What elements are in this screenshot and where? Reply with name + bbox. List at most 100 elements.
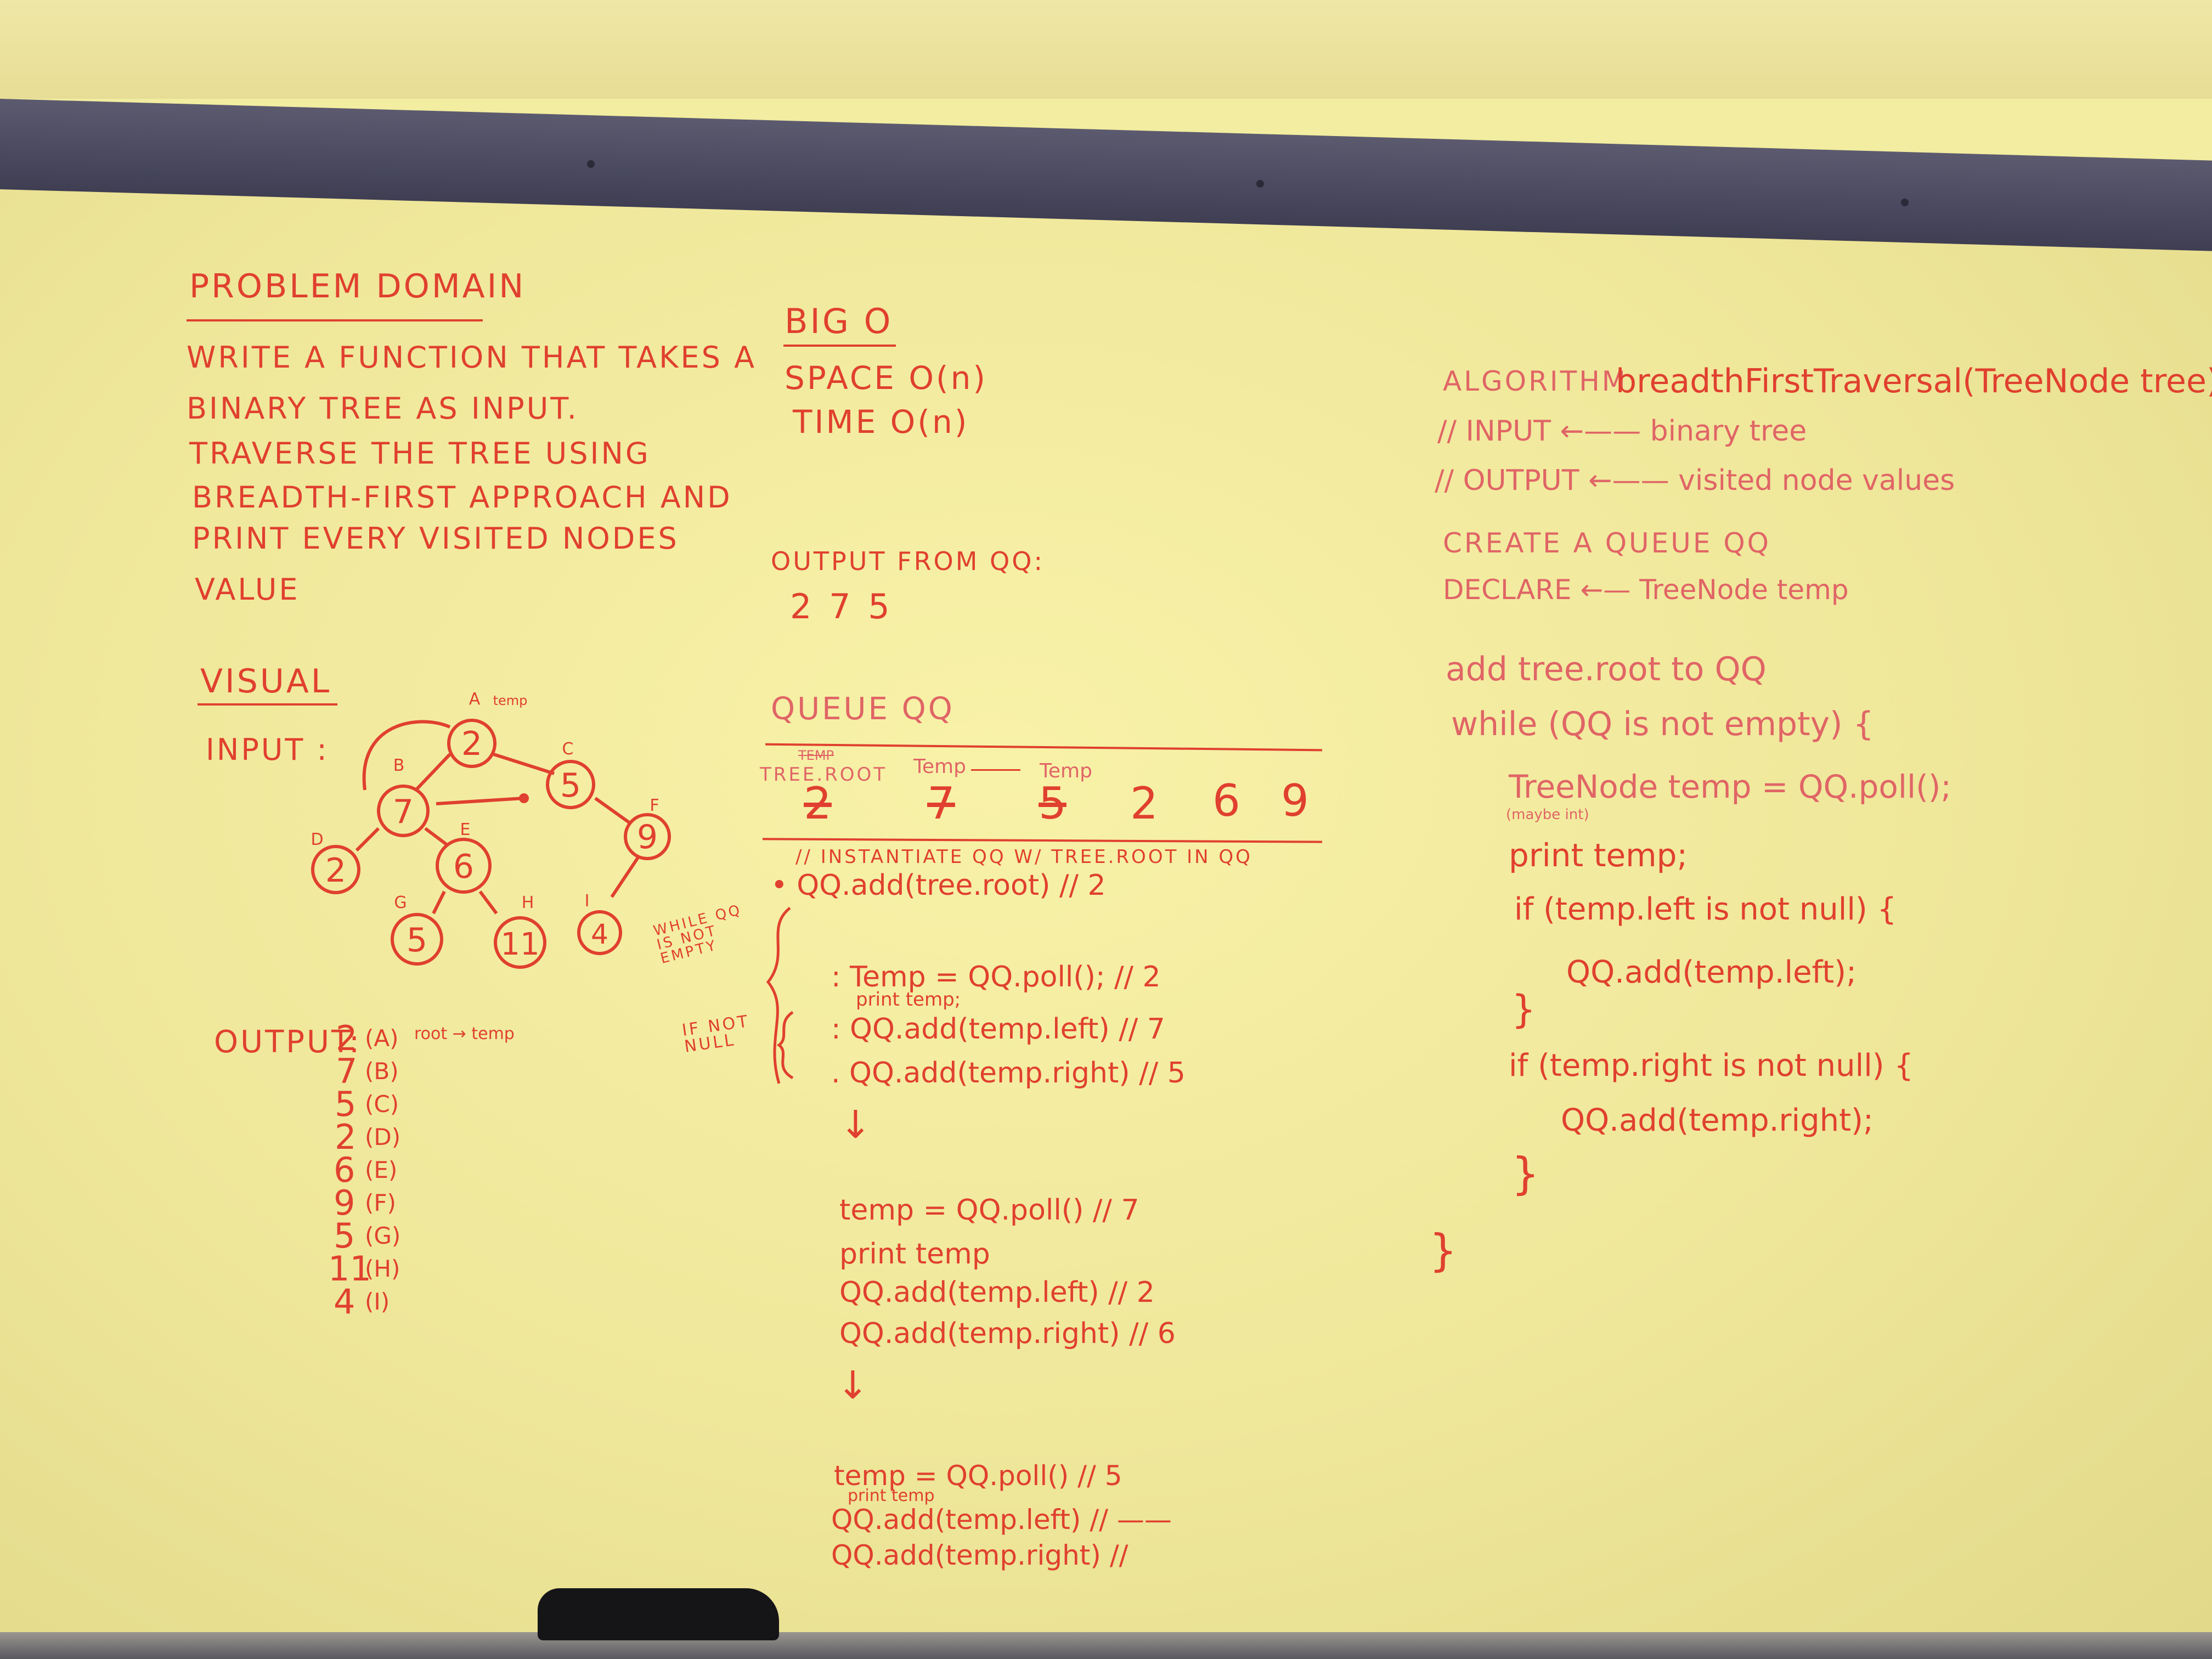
trace-line: print temp; bbox=[856, 989, 961, 1011]
underline bbox=[198, 703, 337, 706]
tree-node bbox=[311, 845, 360, 894]
qq-output-values: 2 7 5 bbox=[790, 586, 893, 627]
output-value: 2 bbox=[336, 1018, 358, 1058]
node-letter: F bbox=[650, 796, 659, 815]
instantiate-comment: // INSTANTIATE QQ W/ TREE.ROOT IN QQ bbox=[795, 846, 1252, 868]
trace-line: print temp bbox=[839, 1238, 990, 1271]
queue-cell: 2 bbox=[804, 778, 832, 829]
output-letter: (C) bbox=[365, 1091, 399, 1118]
trace-line: : QQ.add(temp.left) // 7 bbox=[831, 1013, 1165, 1046]
bigo-heading: BIG O bbox=[785, 301, 893, 341]
marker-tray bbox=[0, 1632, 2212, 1659]
queue-label-crossed: TEMP bbox=[798, 748, 834, 763]
queue-heading: QUEUE QQ bbox=[771, 691, 955, 727]
code-line: while (QQ is not empty) { bbox=[1451, 705, 1874, 743]
problem-line: WRITE A FUNCTION THAT TAKES A bbox=[187, 340, 757, 375]
output-letter: (F) bbox=[365, 1189, 396, 1216]
queue-cell: 7 bbox=[927, 778, 955, 829]
output-value: 5 bbox=[334, 1216, 356, 1256]
code-line: } bbox=[1511, 987, 1536, 1032]
output-letter: (D) bbox=[365, 1124, 401, 1150]
problem-line: BREADTH-FIRST APPROACH AND bbox=[192, 480, 732, 515]
trace-line: QQ.add(temp.left) // —— bbox=[831, 1504, 1172, 1536]
eraser bbox=[538, 1588, 779, 1640]
node-letter: C bbox=[562, 740, 574, 759]
tree-node bbox=[436, 838, 492, 894]
output-letter: (A) bbox=[365, 1025, 399, 1052]
node-value: 9 bbox=[637, 818, 658, 856]
code-line: if (temp.right is not null) { bbox=[1509, 1048, 1914, 1084]
trace-line: QQ.add(temp.right) // bbox=[831, 1539, 1128, 1571]
tree-node bbox=[447, 719, 496, 768]
code-line: TreeNode temp = QQ.poll(); bbox=[1509, 768, 1951, 805]
code-line: } bbox=[1429, 1225, 1457, 1276]
queue-cell: 5 bbox=[1039, 778, 1066, 829]
underline bbox=[187, 319, 483, 321]
output-letter: (G) bbox=[365, 1222, 401, 1249]
wall bbox=[0, 0, 2212, 99]
node-letter: G bbox=[394, 893, 407, 912]
output-value: 7 bbox=[336, 1051, 358, 1091]
screw bbox=[1256, 180, 1264, 188]
screw bbox=[587, 160, 595, 168]
binary-tree-diagram: 2 7 5 2 6 9 5 11 4 A B C D E F G H I tem… bbox=[311, 690, 671, 969]
output-value: 4 bbox=[334, 1282, 356, 1322]
code-line: print temp; bbox=[1509, 837, 1688, 874]
down-arrow: ↓ bbox=[837, 1363, 869, 1408]
output-value: 6 bbox=[334, 1150, 356, 1190]
queue-cell: 9 bbox=[1281, 775, 1309, 826]
code-line: (maybe int) bbox=[1506, 806, 1589, 823]
problem-line: BINARY TREE AS INPUT. bbox=[187, 391, 579, 426]
underline bbox=[783, 345, 896, 347]
algorithm-declare: DECLARE ←— TreeNode temp bbox=[1443, 574, 1849, 606]
tree-node bbox=[494, 916, 546, 969]
trace-line: QQ.add(temp.right) // 6 bbox=[839, 1317, 1176, 1350]
output-letter: (B) bbox=[365, 1058, 399, 1085]
output-value: 5 bbox=[335, 1084, 357, 1124]
output-value: 11 bbox=[328, 1249, 371, 1289]
tree-node bbox=[546, 760, 595, 809]
code-line: } bbox=[1511, 1148, 1539, 1199]
problem-line: PRINT EVERY VISITED NODES bbox=[192, 521, 679, 556]
output-letter: (H) bbox=[365, 1255, 400, 1282]
node-letter: B bbox=[393, 756, 405, 775]
label-arrow bbox=[971, 769, 1020, 771]
queue-cell: 6 bbox=[1212, 775, 1240, 826]
trace-line: temp = QQ.poll() // 5 bbox=[834, 1460, 1122, 1492]
node-letter: H bbox=[522, 893, 534, 912]
problem-heading: PROBLEM DOMAIN bbox=[189, 267, 526, 306]
tree-node bbox=[577, 910, 622, 955]
visual-heading: VISUAL bbox=[200, 662, 332, 701]
output-letter: (E) bbox=[365, 1156, 398, 1183]
down-arrow: ↓ bbox=[839, 1102, 872, 1147]
trace-line: QQ.add(temp.left) // 2 bbox=[839, 1276, 1155, 1309]
queue-cell: 2 bbox=[1130, 778, 1158, 829]
code-line: QQ.add(temp.right); bbox=[1561, 1103, 1874, 1138]
brace-marks bbox=[766, 907, 794, 1084]
output-note: root → temp bbox=[414, 1024, 515, 1043]
temp-note: temp bbox=[493, 693, 528, 708]
screw bbox=[1901, 199, 1909, 206]
time-complexity: TIME O(n) bbox=[793, 403, 969, 441]
output-label: OUTPUT: bbox=[214, 1024, 362, 1060]
algorithm-input: // INPUT ←—— binary tree bbox=[1437, 415, 1807, 448]
problem-line: VALUE bbox=[195, 572, 300, 607]
space-complexity: SPACE O(n) bbox=[785, 359, 988, 397]
trace-line: print temp bbox=[848, 1486, 935, 1505]
tree-node bbox=[377, 785, 430, 837]
node-value: 2 bbox=[325, 851, 346, 890]
algorithm-output: // OUTPUT ←—— visited node values bbox=[1435, 464, 1955, 497]
queue-label: Temp bbox=[913, 755, 966, 778]
whiteboard bbox=[0, 181, 2212, 1640]
node-value: 5 bbox=[407, 921, 427, 960]
node-letter: D bbox=[311, 830, 323, 849]
queue-label: TREE.ROOT bbox=[760, 764, 888, 786]
tree-node bbox=[624, 813, 671, 860]
output-letter: (I) bbox=[365, 1288, 390, 1315]
node-value: 7 bbox=[393, 793, 414, 831]
node-value: 5 bbox=[560, 766, 581, 805]
trace-line: temp = QQ.poll() // 7 bbox=[839, 1194, 1139, 1227]
qq-output-label: OUTPUT FROM QQ: bbox=[771, 546, 1045, 576]
code-line: QQ.add(temp.left); bbox=[1566, 955, 1857, 990]
add-root-line: • QQ.add(tree.root) // 2 bbox=[771, 869, 1106, 902]
